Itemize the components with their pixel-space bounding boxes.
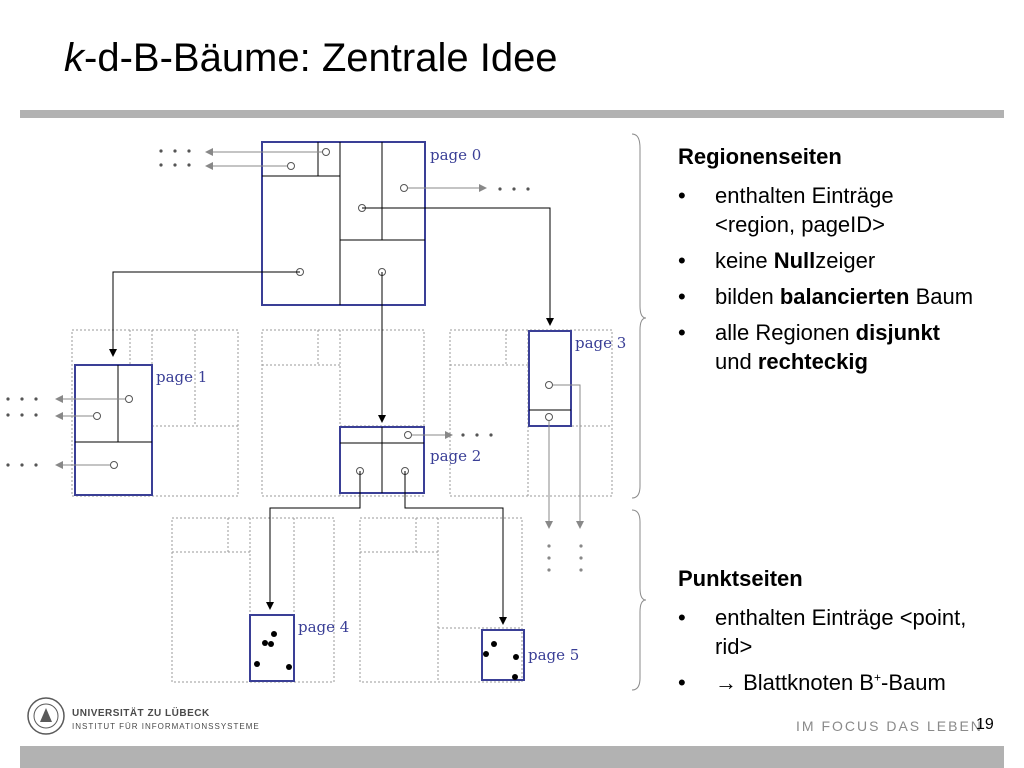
plus-superscript: +: [873, 670, 881, 685]
page-5-label: page 5: [528, 646, 579, 664]
page-1-node: [74, 364, 153, 496]
region-pages-heading: Regionenseiten: [678, 144, 842, 169]
bullet-bold-text: Null: [773, 248, 816, 273]
point-bullet-text: enthalten Einträge <point, rid>: [715, 605, 967, 659]
region-pages-bullet: • keine Nullzeiger: [678, 246, 978, 275]
page-4-label: page 4: [298, 618, 349, 636]
institute-name: INSTITUT FÜR INFORMATIONSSYSTEME: [72, 722, 260, 731]
point-pages-bullet: •→ Blattknoten B+-Baum: [678, 670, 946, 695]
bullet-marker: •: [678, 248, 686, 273]
point-pages-heading: Punktseiten: [678, 566, 803, 591]
kdb-tree-diagram: page 0 page 1 page 2 page 3 page 4: [6, 133, 647, 691]
bullet-marker: •: [678, 284, 686, 309]
page-3-node: [528, 330, 572, 427]
title-divider-bar: [20, 110, 1004, 118]
tree-text: -Baum: [881, 670, 946, 695]
region-pages-bullet: • alle Regionen disjunkt und rechteckig: [678, 318, 978, 376]
slogan: IM FOCUS DAS LEBEN: [796, 718, 983, 734]
point-pages-bullet: •enthalten Einträge <point, rid>: [678, 605, 967, 659]
page-2-label: page 2: [430, 447, 481, 465]
page-1-label: page 1: [156, 368, 207, 386]
page-4-node: [249, 614, 295, 682]
leaf-node-text: → Blattknoten B: [715, 670, 874, 695]
bullet-text: zeiger: [815, 248, 876, 273]
outer-pointer-arrows: [55, 148, 584, 529]
child-pointer-arrows: [109, 207, 554, 625]
brace-point-pages: [631, 509, 647, 691]
bullet-text: und: [715, 349, 758, 374]
bullet-bold-text: balancierten: [779, 284, 910, 309]
region-pages-section: Regionenseiten • enthalten Einträge <regi…: [678, 142, 978, 383]
page-2-node: [339, 426, 425, 494]
title-italic-k: k: [64, 36, 84, 80]
bullet-text: enthalten Einträge <region, pageID>: [715, 183, 894, 237]
page-number: 19: [976, 716, 994, 733]
bullet-text: alle Regionen: [715, 320, 856, 345]
slide-title: k-d-B-Bäume: Zentrale Idee: [64, 36, 558, 81]
point-pages-section: Punktseiten •enthalten Einträge <point, …: [678, 564, 978, 704]
bullet-bold-text: rechteckig: [757, 349, 868, 374]
region-pages-bullet: • enthalten Einträge <region, pageID>: [678, 181, 978, 239]
bullet-text: Baum: [909, 284, 974, 309]
bullet-text: bilden: [715, 284, 780, 309]
page-5-node: [481, 629, 525, 681]
page-0-label: page 0: [430, 146, 481, 164]
region-pages-bullet: • bilden balancierten Baum: [678, 282, 978, 311]
footer-bar: [20, 746, 1004, 768]
bullet-bold-text: disjunkt: [855, 320, 941, 345]
brace-region-pages: [631, 133, 647, 499]
university-name: UNIVERSITÄT ZU LÜBECK: [72, 708, 210, 719]
title-text: -d-B-Bäume: Zentrale Idee: [84, 36, 558, 80]
ellipsis-markers: [6, 149, 583, 572]
university-seal-logo: [27, 697, 65, 735]
region-pages-bullets: • enthalten Einträge <region, pageID> • kei…: [678, 181, 978, 376]
bullet-text: keine: [715, 248, 774, 273]
page-3-label: page 3: [575, 334, 626, 352]
bullet-marker: •: [678, 320, 686, 345]
bullet-marker: •: [678, 183, 686, 208]
